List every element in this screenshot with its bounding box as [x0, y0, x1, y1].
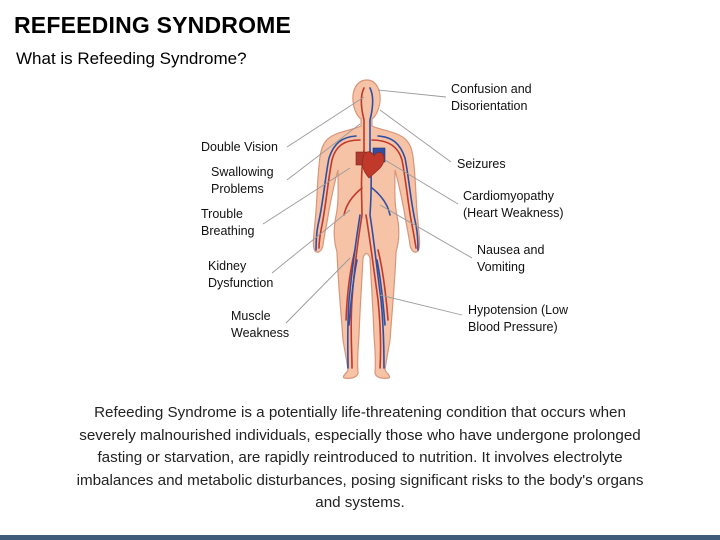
label-confusion-disorientation: Confusion and Disorientation — [451, 82, 532, 113]
label-swallowing-problems: Swallowing Problems — [211, 165, 274, 196]
description-paragraph: Refeeding Syndrome is a potentially life… — [76, 404, 644, 511]
slide-subtitle: What is Refeeding Syndrome? — [16, 49, 247, 68]
vessels-arteries — [318, 87, 417, 369]
slide-title: REFEEDING SYNDROME — [14, 12, 292, 38]
label-nausea-vomiting: Nausea and Vomiting — [477, 243, 545, 274]
label-muscle-weakness: Muscle Weakness — [231, 309, 290, 340]
label-hypotension: Hypotension (Low Blood Pressure) — [468, 303, 569, 334]
label-kidney-dysfunction: Kidney Dysfunction — [208, 259, 274, 290]
heart-icon — [355, 147, 386, 179]
label-trouble-breathing: Trouble Breathing — [201, 207, 255, 238]
body-silhouette — [312, 79, 421, 379]
footer-bar — [0, 535, 720, 540]
leader-lines — [262, 89, 473, 324]
label-cardiomyopathy: Cardiomyopathy (Heart Weakness) — [463, 189, 564, 220]
vessels-veins — [315, 87, 419, 369]
label-double-vision: Double Vision — [201, 140, 278, 154]
label-seizures: Seizures — [457, 157, 506, 171]
